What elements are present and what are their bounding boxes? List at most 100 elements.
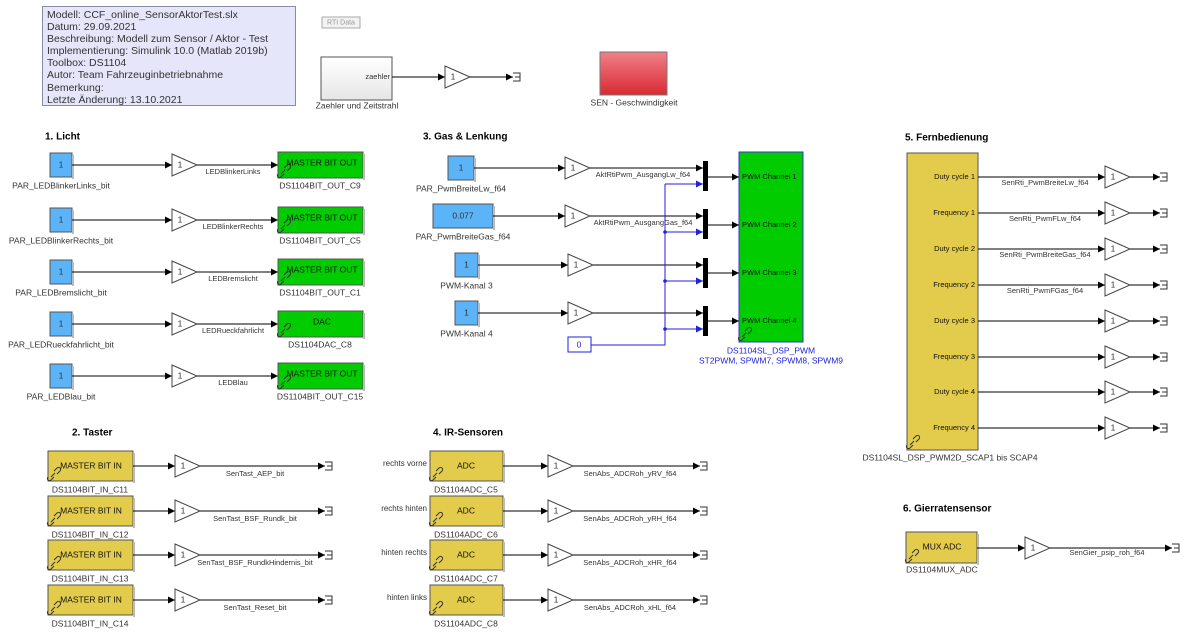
gain-block[interactable] [174,454,202,478]
dspace-block-label: MASTER BIT OUT [286,368,357,378]
gain-block[interactable] [1104,380,1132,404]
block-shadow [72,210,74,234]
gain-block[interactable] [567,253,595,277]
dspace-input-block[interactable] [47,495,134,527]
capture-port-label: Frequency 4 [933,423,975,432]
dspace-output-block[interactable] [277,362,364,390]
gain-value: 1 [554,505,559,515]
gain-value: 1 [1031,542,1036,552]
adc-side-label: hinten links [387,593,427,602]
library-link-icon [428,600,444,616]
gain-value: 1 [1111,279,1116,289]
constant-value: 1 [59,214,64,224]
constant-value: 1 [59,318,64,328]
mux-block[interactable] [703,209,708,239]
gain-block[interactable] [564,156,592,180]
signal-label: SenAbs_ADCRoh_yRV_f64 [584,469,677,478]
gain-block[interactable] [171,153,199,177]
gain-block[interactable] [547,454,575,478]
dspace-block-name: DS1104BIT_IN_C14 [52,618,129,628]
block-shadow [503,587,505,617]
library-link-icon [46,466,62,482]
dspace-output-block[interactable] [277,310,364,338]
gain-block[interactable] [1104,237,1132,261]
gain-block[interactable] [171,208,199,232]
gain-block[interactable] [1104,309,1132,333]
gain-value: 1 [554,460,559,470]
pwm-channel-port: PWM Channel 3 [742,268,797,277]
dspace-block-label: ADC [457,460,475,470]
block-shadow [363,365,365,391]
gain-block[interactable] [547,543,575,567]
section-title-ir: 4. IR-Sensoren [433,428,503,439]
mux-block[interactable] [703,258,708,288]
dspace-output-block[interactable] [277,206,364,234]
dspace-pwm-block[interactable] [738,151,804,343]
dspace-block-name: DS1104BIT_IN_C12 [52,529,129,539]
info-line: Autor: Team Fahrzeuginbetriebnahme [47,69,224,82]
gain-block[interactable] [444,65,472,89]
dspace-pwm2d-block[interactable] [906,152,979,451]
dspace-adc-block[interactable] [429,584,504,616]
gain-value: 1 [178,266,183,276]
dspace-block-name: DS1104MUX_ADC [906,564,978,574]
dspace-input-block[interactable] [47,539,134,571]
gain-block[interactable] [547,588,575,612]
gain-value: 1 [181,460,186,470]
info-line: Beschreibung: Modell zum Sensor / Aktor … [47,33,268,46]
capture-port-label: Duty cycle 3 [934,316,975,325]
block-shadow [133,587,135,617]
dspace-block-label: DAC [313,316,331,326]
gain-block[interactable] [567,301,595,325]
gain-block[interactable] [171,260,199,284]
library-link-icon [428,555,444,571]
pwm-channel-port: PWM Channel 1 [742,172,797,181]
gain-block[interactable] [1104,416,1132,440]
signal-label: LEDBlau [218,378,248,387]
gain-block[interactable] [1024,536,1052,560]
mux-block[interactable] [703,306,708,336]
capture-port-label: Duty cycle 4 [934,387,975,396]
block-shadow [977,534,979,565]
gain-block[interactable] [1104,201,1132,225]
block-shadow [478,255,480,279]
gain-value: 1 [181,594,186,604]
gain-value: 1 [1111,422,1116,432]
capture-port-label: Duty cycle 1 [934,172,975,181]
library-link-icon [276,270,292,286]
dspace-input-block[interactable] [47,584,134,616]
gain-value: 1 [451,71,456,81]
block-shadow [72,155,74,179]
gain-block[interactable] [564,204,592,228]
gain-block[interactable] [1104,345,1132,369]
sen-block-name: SEN - Geschwindigkeit [591,97,679,107]
gain-block[interactable] [547,499,575,523]
sen-geschwindigkeit-subsystem[interactable] [599,51,668,96]
constant-name: PAR_LEDBlinkerLinks_bit [12,180,110,190]
pwm-block-subtitle: ST2PWM, SPWM7, SPWM8, SPWM9 [699,355,843,365]
gain-block[interactable] [1104,165,1132,189]
gain-block[interactable] [171,312,199,336]
adc-side-label: rechts vorne [383,459,428,468]
gain-block[interactable] [174,543,202,567]
gain-block[interactable] [174,499,202,523]
signal-label: SenAbs_ADCRoh_xHR_f64 [583,558,676,567]
constant-name: PAR_PwmBreiteGas_f64 [416,231,511,241]
constant-value: 1 [464,307,469,317]
dspace-mux-adc-block[interactable] [905,531,978,564]
rti-data-block[interactable] [321,16,361,29]
signal-label: SenTast_BSF_RundkHindernis_bit [197,558,313,567]
dspace-output-block[interactable] [277,258,364,286]
gain-block[interactable] [171,364,199,388]
gain-block[interactable] [1104,273,1132,297]
gain-block[interactable] [174,588,202,612]
constant-value: 1 [464,259,469,269]
dspace-adc-block[interactable] [429,495,504,527]
gain-value: 1 [178,370,183,380]
constant-name: PWM-Kanal 3 [440,280,493,290]
mux-block[interactable] [703,161,708,191]
model-info-annotation[interactable]: Modell: CCF_online_SensorAktorTest.slx D… [42,6,296,106]
constant-name: PAR_LEDBlau_bit [27,391,96,401]
zaehler-subsystem[interactable] [320,56,393,101]
gain-value: 1 [178,159,183,169]
